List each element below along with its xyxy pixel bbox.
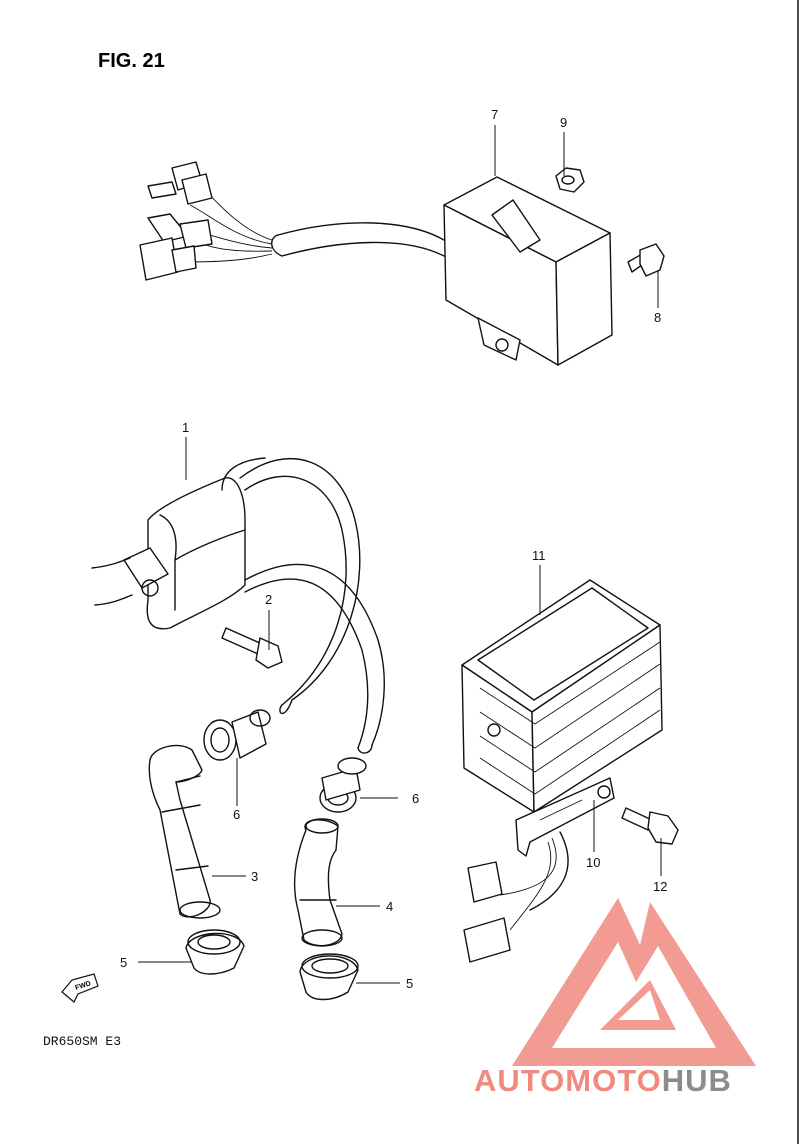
model-code: DR650SM E3	[43, 1034, 121, 1049]
watermark-brand: AUTOMOTOHUB	[474, 1063, 732, 1098]
callout-5-right: 5	[406, 976, 413, 991]
bolt-coil	[221, 627, 283, 669]
callout-7: 7	[491, 107, 498, 122]
callout-4: 4	[386, 899, 393, 914]
callout-6-right: 6	[412, 791, 419, 806]
watermark-brand-part1: AUTOMOTO	[474, 1063, 662, 1098]
callout-12: 12	[653, 879, 667, 894]
callout-6-left: 6	[233, 807, 240, 822]
spark-plug-cap-left	[148, 744, 221, 919]
forward-marker-text: FWD	[74, 980, 91, 992]
ignition-coil	[91, 457, 385, 754]
callout-11: 11	[532, 548, 546, 563]
seal-left	[203, 709, 271, 761]
seal-right	[319, 757, 367, 813]
callout-8: 8	[654, 310, 661, 325]
plug-cover-left	[185, 929, 245, 975]
plug-cover-right	[299, 953, 359, 1001]
bolt-regulator	[621, 807, 679, 845]
callout-5-left: 5	[120, 955, 127, 970]
callout-3: 3	[251, 869, 258, 884]
forward-arrow-icon: FWD	[61, 973, 99, 1003]
callout-1: 1	[182, 420, 189, 435]
figure-title: FIG. 21	[98, 50, 165, 72]
cdi-unit	[443, 176, 613, 366]
watermark-logo	[512, 898, 756, 1066]
callout-labels: 1 2 3 4 5 5 6 6 7 8 9 10 11 12	[120, 107, 667, 991]
spark-plug-cap-right	[293, 818, 343, 947]
callout-9: 9	[560, 115, 567, 130]
regulator-rectifier	[461, 579, 663, 963]
callout-10: 10	[586, 855, 600, 870]
bolt-cdi	[627, 243, 665, 277]
watermark-brand-part2: HUB	[662, 1063, 732, 1098]
nut	[555, 167, 585, 193]
callout-2: 2	[265, 592, 272, 607]
leader-lines	[138, 125, 662, 984]
cdi-harness	[139, 161, 445, 281]
